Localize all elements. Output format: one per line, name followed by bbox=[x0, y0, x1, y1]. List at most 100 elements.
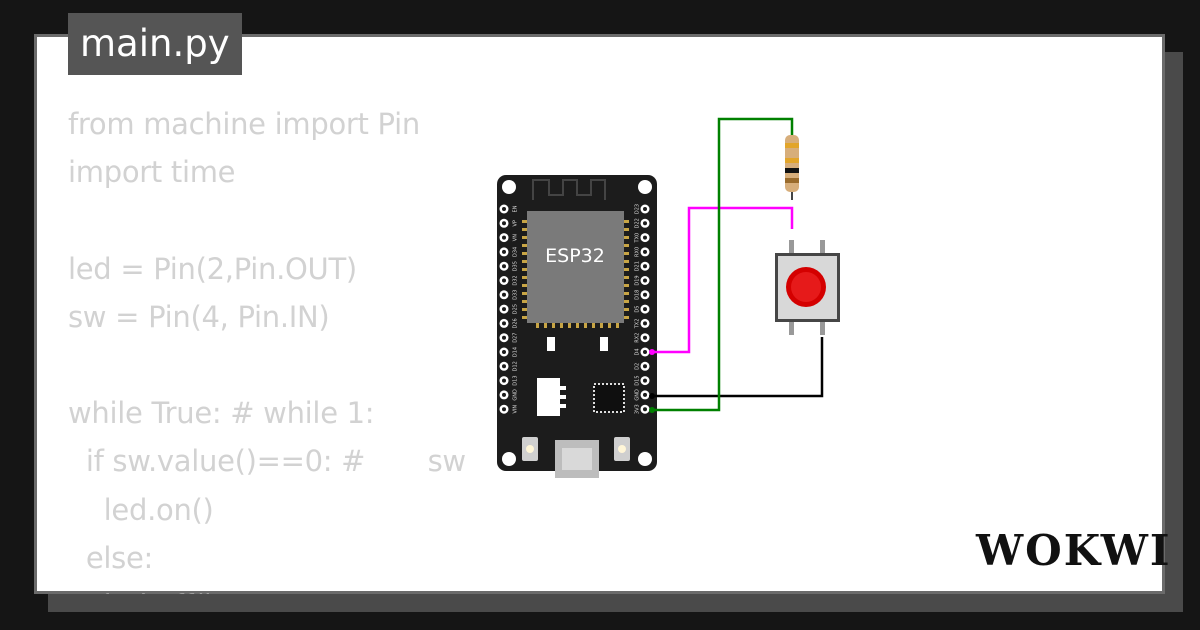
pin-label: VIN bbox=[513, 405, 519, 414]
mount-hole bbox=[638, 452, 652, 466]
code-editor[interactable]: from machine import Pin import time led = … bbox=[68, 100, 468, 594]
wire-end bbox=[649, 393, 655, 399]
header-pin-hole bbox=[502, 321, 506, 326]
header-pin-hole bbox=[643, 364, 647, 369]
header-pin-hole bbox=[502, 378, 506, 383]
code-line: led = Pin(2,Pin.OUT) bbox=[68, 251, 357, 286]
module-pad bbox=[568, 323, 571, 328]
header-pin-hole bbox=[643, 378, 647, 383]
regulator-leg bbox=[560, 404, 566, 408]
module-pad bbox=[624, 252, 629, 255]
header-pin-hole bbox=[502, 307, 506, 312]
header-pin-hole bbox=[643, 278, 647, 283]
module-pad bbox=[624, 284, 629, 287]
header-pin-hole bbox=[643, 221, 647, 226]
module-pad bbox=[522, 252, 527, 255]
module-pad bbox=[624, 268, 629, 271]
ground-wire bbox=[652, 337, 824, 398]
code-line: led.off() bbox=[68, 582, 468, 594]
reset-button-cap bbox=[618, 445, 626, 453]
header-pin-hole bbox=[502, 278, 506, 283]
resistor[interactable] bbox=[785, 135, 799, 192]
module-pad bbox=[624, 236, 629, 239]
module-pad bbox=[624, 244, 629, 247]
module-pad bbox=[522, 300, 527, 303]
right-pin-labels: D23D22TX0RX0D21D19D18D5TX2RX2D4D2D15GND3… bbox=[635, 204, 641, 414]
code-line: while True: # while 1: bbox=[68, 396, 375, 431]
header-pin-hole bbox=[502, 264, 506, 269]
module-pad bbox=[624, 300, 629, 303]
header-pin-hole bbox=[643, 249, 647, 254]
usb-uart-chip bbox=[593, 383, 625, 413]
code-line: from machine import Pin bbox=[68, 107, 420, 141]
pin-label: D33 bbox=[513, 290, 519, 300]
pin-label: D23 bbox=[635, 204, 641, 214]
header-pin-hole bbox=[502, 207, 506, 211]
regulator-leg bbox=[560, 386, 566, 390]
mount-hole bbox=[502, 180, 516, 194]
module-pad bbox=[624, 316, 629, 319]
wire-end bbox=[649, 349, 655, 355]
pin-label: D18 bbox=[635, 290, 641, 300]
usb-port-inner bbox=[562, 448, 592, 470]
module-pad bbox=[592, 323, 595, 328]
esp32-board[interactable]: ESP32 ENVPVND34D35D32D33D25D26D27D14D12D… bbox=[497, 175, 657, 478]
antenna-trace bbox=[532, 179, 606, 200]
module-pad bbox=[522, 260, 527, 263]
header-pin-hole bbox=[643, 350, 647, 354]
pin-label: D4 bbox=[635, 348, 641, 355]
pin-label: D12 bbox=[513, 361, 519, 371]
module-pad bbox=[624, 228, 629, 231]
header-pin-hole bbox=[502, 364, 506, 369]
header-pin-hole bbox=[643, 321, 647, 326]
chip-label: ESP32 bbox=[545, 245, 605, 267]
pin-label: TX2 bbox=[635, 319, 641, 330]
button-leg bbox=[789, 240, 794, 255]
pushbutton[interactable] bbox=[775, 240, 840, 335]
wire-end bbox=[649, 407, 655, 413]
band bbox=[785, 143, 799, 148]
code-line: sw = Pin(4, Pin.IN) bbox=[68, 299, 330, 334]
header-pin-hole bbox=[502, 221, 506, 226]
code-line: import time bbox=[68, 155, 236, 190]
band bbox=[785, 168, 799, 173]
button-cap-highlight bbox=[791, 272, 821, 302]
capacitor bbox=[600, 337, 608, 351]
module-pad bbox=[522, 308, 527, 311]
code-line: if sw.value()==0: # sw bbox=[68, 444, 466, 479]
button-leg bbox=[820, 240, 825, 255]
header-pin-hole bbox=[643, 235, 647, 240]
header-pin-hole bbox=[502, 292, 506, 297]
header-pin-hole bbox=[643, 292, 647, 297]
pin-label: GND bbox=[635, 389, 641, 401]
header-pin-hole bbox=[643, 392, 647, 397]
button-leg bbox=[820, 320, 825, 335]
capacitor bbox=[547, 337, 555, 351]
pin-label: D35 bbox=[513, 261, 519, 271]
pin-label: D26 bbox=[513, 318, 519, 328]
mount-hole bbox=[502, 452, 516, 466]
module-pad bbox=[624, 308, 629, 311]
module-pad bbox=[522, 244, 527, 247]
module-pad bbox=[544, 323, 547, 328]
pin-label: D14 bbox=[513, 347, 519, 357]
module-pad bbox=[522, 292, 527, 295]
module-pad bbox=[624, 276, 629, 279]
module-pad bbox=[624, 220, 629, 223]
right-header bbox=[640, 204, 650, 414]
module-pad bbox=[522, 276, 527, 279]
pin-label: D32 bbox=[513, 275, 519, 285]
pin-label: VP bbox=[513, 220, 519, 226]
pin-label: D22 bbox=[635, 218, 641, 228]
header-pin-hole bbox=[643, 335, 647, 340]
pin-label: GND bbox=[513, 389, 519, 401]
pin-label: 3V3 bbox=[635, 404, 641, 414]
file-tab[interactable]: main.py bbox=[68, 13, 242, 75]
voltage-regulator bbox=[537, 378, 560, 416]
module-pad bbox=[624, 292, 629, 295]
pin-label: D21 bbox=[635, 261, 641, 271]
pin-label: VN bbox=[513, 234, 519, 241]
pin-label: D2 bbox=[635, 363, 641, 370]
code-line: else: bbox=[68, 540, 153, 575]
header-pin-hole bbox=[502, 335, 506, 340]
